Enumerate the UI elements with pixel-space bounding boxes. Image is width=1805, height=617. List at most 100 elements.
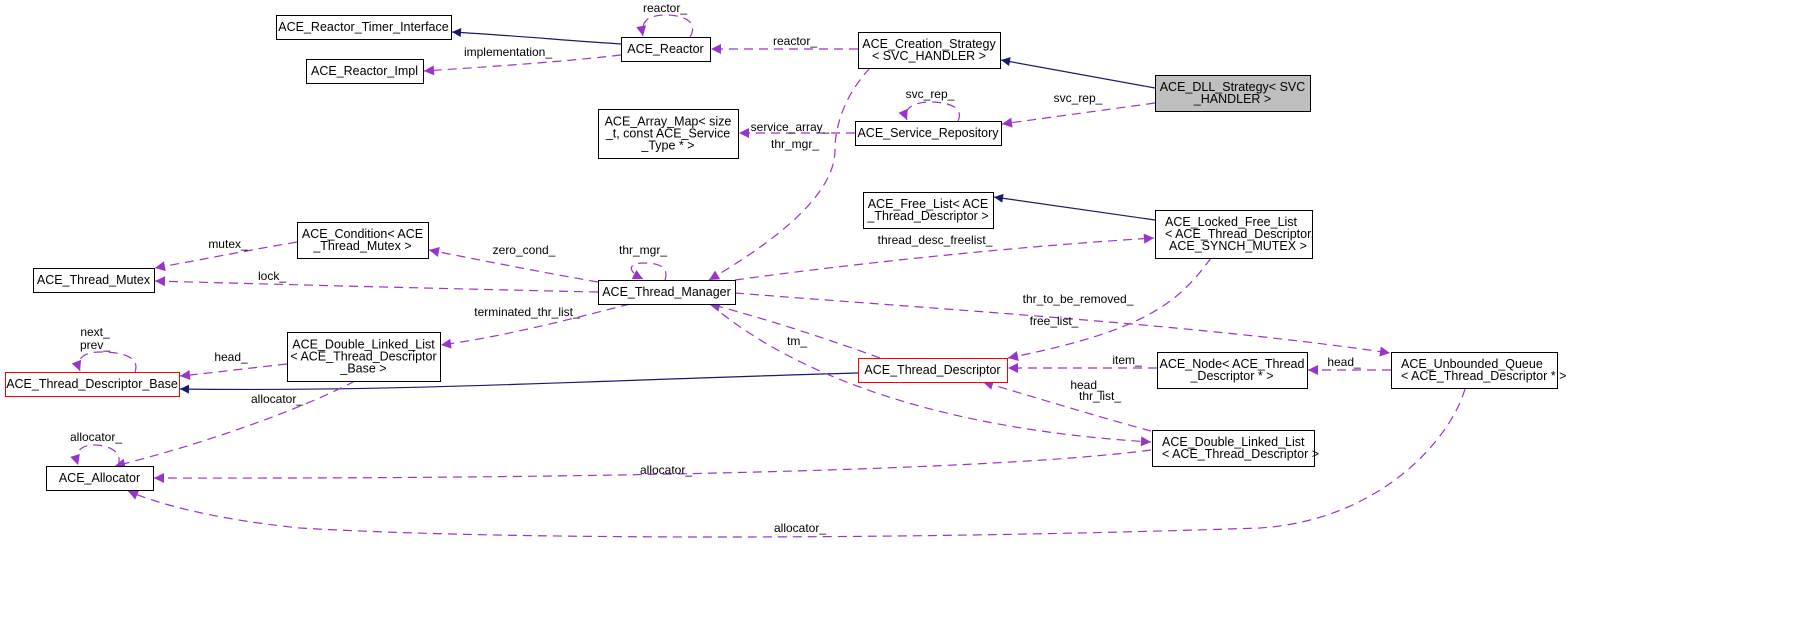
class-node-thread-manager[interactable]: ACE_Thread_Manager [598,280,736,305]
edge-line [982,380,1152,432]
edge-line [179,372,859,394]
class-node-creation-strategy[interactable]: ACE_Creation_Strategy< SVC_HANDLER > [858,32,1001,69]
edge-label: lock_ [258,269,286,283]
node-box [46,466,154,491]
class-node-condition[interactable]: ACE_Condition< ACE_Thread_Mutex > [297,222,429,259]
class-node-array-map[interactable]: ACE_Array_Map< size_t, const ACE_Service… [598,109,739,159]
node-box [598,109,739,159]
node-box [276,15,452,40]
edge-line [423,54,622,76]
edge-line [127,388,1466,538]
edge-label: head_ [1070,378,1104,392]
node-label: ACE_Service_Repository [857,126,999,140]
edge-line [1007,257,1212,361]
edge-line [154,241,298,272]
edge-line [440,303,631,349]
class-node-node-td[interactable]: ACE_Node< ACE_Thread_Descriptor * > [1157,352,1308,389]
edge-line [734,292,1391,357]
node-label: _t, const ACE_Service [605,127,730,141]
class-node-thread-descriptor[interactable]: ACE_Thread_Descriptor [858,358,1008,383]
node-label: ACE_Reactor [627,42,703,56]
nodes-layer: ACE_Reactor_Timer_InterfaceACE_Reactor_I… [5,15,1567,491]
edge-label: reactor_ [643,1,687,15]
usage-edge-condition-to-thread_mutex [154,241,298,272]
usage-edge-thread_descriptor-to-thread_manager [709,301,881,359]
edge-label: prev_ [80,338,110,352]
edge-line [179,363,288,380]
node-label: ACE_Condition< ACE [302,227,423,241]
class-node-allocator[interactable]: ACE_Allocator [46,466,154,491]
edge-line [993,193,1156,221]
edge-label: terminated_thr_list_ [474,305,580,319]
edges-layer [70,14,1466,538]
edge-label: svc_rep_ [1054,91,1103,105]
node-box [5,372,180,397]
class-node-reactor-impl[interactable]: ACE_Reactor_Impl [306,59,424,84]
edge-label: implementation_ [464,45,552,59]
class-node-timer-iface[interactable]: ACE_Reactor_Timer_Interface [276,15,452,40]
class-node-free-list[interactable]: ACE_Free_List< ACE_Thread_Descriptor > [863,192,994,229]
class-node-reactor[interactable]: ACE_Reactor [621,37,711,62]
node-label: < ACE_Thread_Descriptor * > [1401,369,1566,383]
class-node-thread-mutex[interactable]: ACE_Thread_Mutex [33,268,155,293]
edge-line [636,14,694,38]
node-box [863,192,994,229]
edge-label: thr_mgr_ [771,137,819,151]
edge-line [709,303,1152,447]
node-box [1152,430,1315,467]
class-node-service-repo[interactable]: ACE_Service_Repository [855,121,1002,146]
node-label: < ACE_Thread_Descriptor [290,350,436,364]
node-box [1157,352,1308,389]
class-node-dll-td[interactable]: ACE_Double_Linked_List< ACE_Thread_Descr… [1152,430,1320,467]
edge-line [630,262,667,281]
usage-edge-thread_manager-to-dll_base [440,303,631,349]
node-label: _Type * > [640,139,694,153]
edge-line [709,301,881,359]
class-node-locked-free-list[interactable]: ACE_Locked_Free_List< ACE_Thread_Descrip… [1155,210,1315,259]
node-box [297,222,429,259]
class-node-td-base[interactable]: ACE_Thread_Descriptor_Base [5,372,180,397]
edge-label: tm_ [787,334,807,348]
node-label: ACE_Free_List< ACE [868,197,989,211]
node-label: < SVC_HANDLER > [872,49,986,63]
usage-edge-dll_td-to-thread_descriptor [982,380,1152,432]
edge-label: allocator_ [251,392,303,406]
inheritance-edge-locked_free_list-to-free_list [993,193,1156,221]
node-box [1391,352,1558,389]
node-label: ACE_Locked_Free_List [1165,215,1298,229]
node-label: ACE_Allocator [59,471,140,485]
node-label: ACE_Double_Linked_List [1162,435,1305,449]
usage-edge-td_base-to-td_base [71,351,137,373]
node-label: ACE_Creation_Strategy [862,37,996,51]
class-node-unbounded-queue[interactable]: ACE_Unbounded_Queue< ACE_Thread_Descript… [1391,352,1567,389]
usage-edge-reactor-to-reactor [636,14,694,38]
edge-label: allocator_ [774,521,826,535]
edge-line [1001,102,1156,128]
edge-line [451,28,622,45]
node-label: ACE_Node< ACE_Thread [1160,357,1305,371]
edge-label: thread_desc_freelist_ [878,233,993,247]
edge-line [428,247,599,283]
node-label: ACE_Thread_Mutex [37,273,151,287]
node-box [1155,75,1311,112]
edge-line [1000,57,1156,89]
edge-label: zero_cond_ [493,243,556,257]
edge-label: thr_list_ [1079,389,1121,403]
edge-label: mutex_ [208,237,248,251]
edge-label: service_array_ [751,120,830,134]
usage-edge-dll_td-to-allocator [153,449,1152,484]
edge-label: head_ [1327,355,1361,369]
class-node-dll-strategy: ACE_DLL_Strategy< SVC_HANDLER > [1155,75,1311,112]
usage-edge-thread_manager-to-dll_td [709,303,1152,447]
usage-edge-dll_strategy-to-service_repo [1001,102,1156,128]
usage-edge-creation_strategy-to-thread_manager [708,67,871,281]
edge-line [153,449,1152,484]
edge-label: next_ [80,325,110,339]
node-box [858,358,1008,383]
inheritance-edge-reactor-to-timer_iface [451,28,622,45]
edge-line [154,276,599,293]
node-box [33,268,155,293]
edge-line [71,351,137,373]
node-box [855,121,1002,146]
class-node-dll-base[interactable]: ACE_Double_Linked_List< ACE_Thread_Descr… [287,332,441,382]
